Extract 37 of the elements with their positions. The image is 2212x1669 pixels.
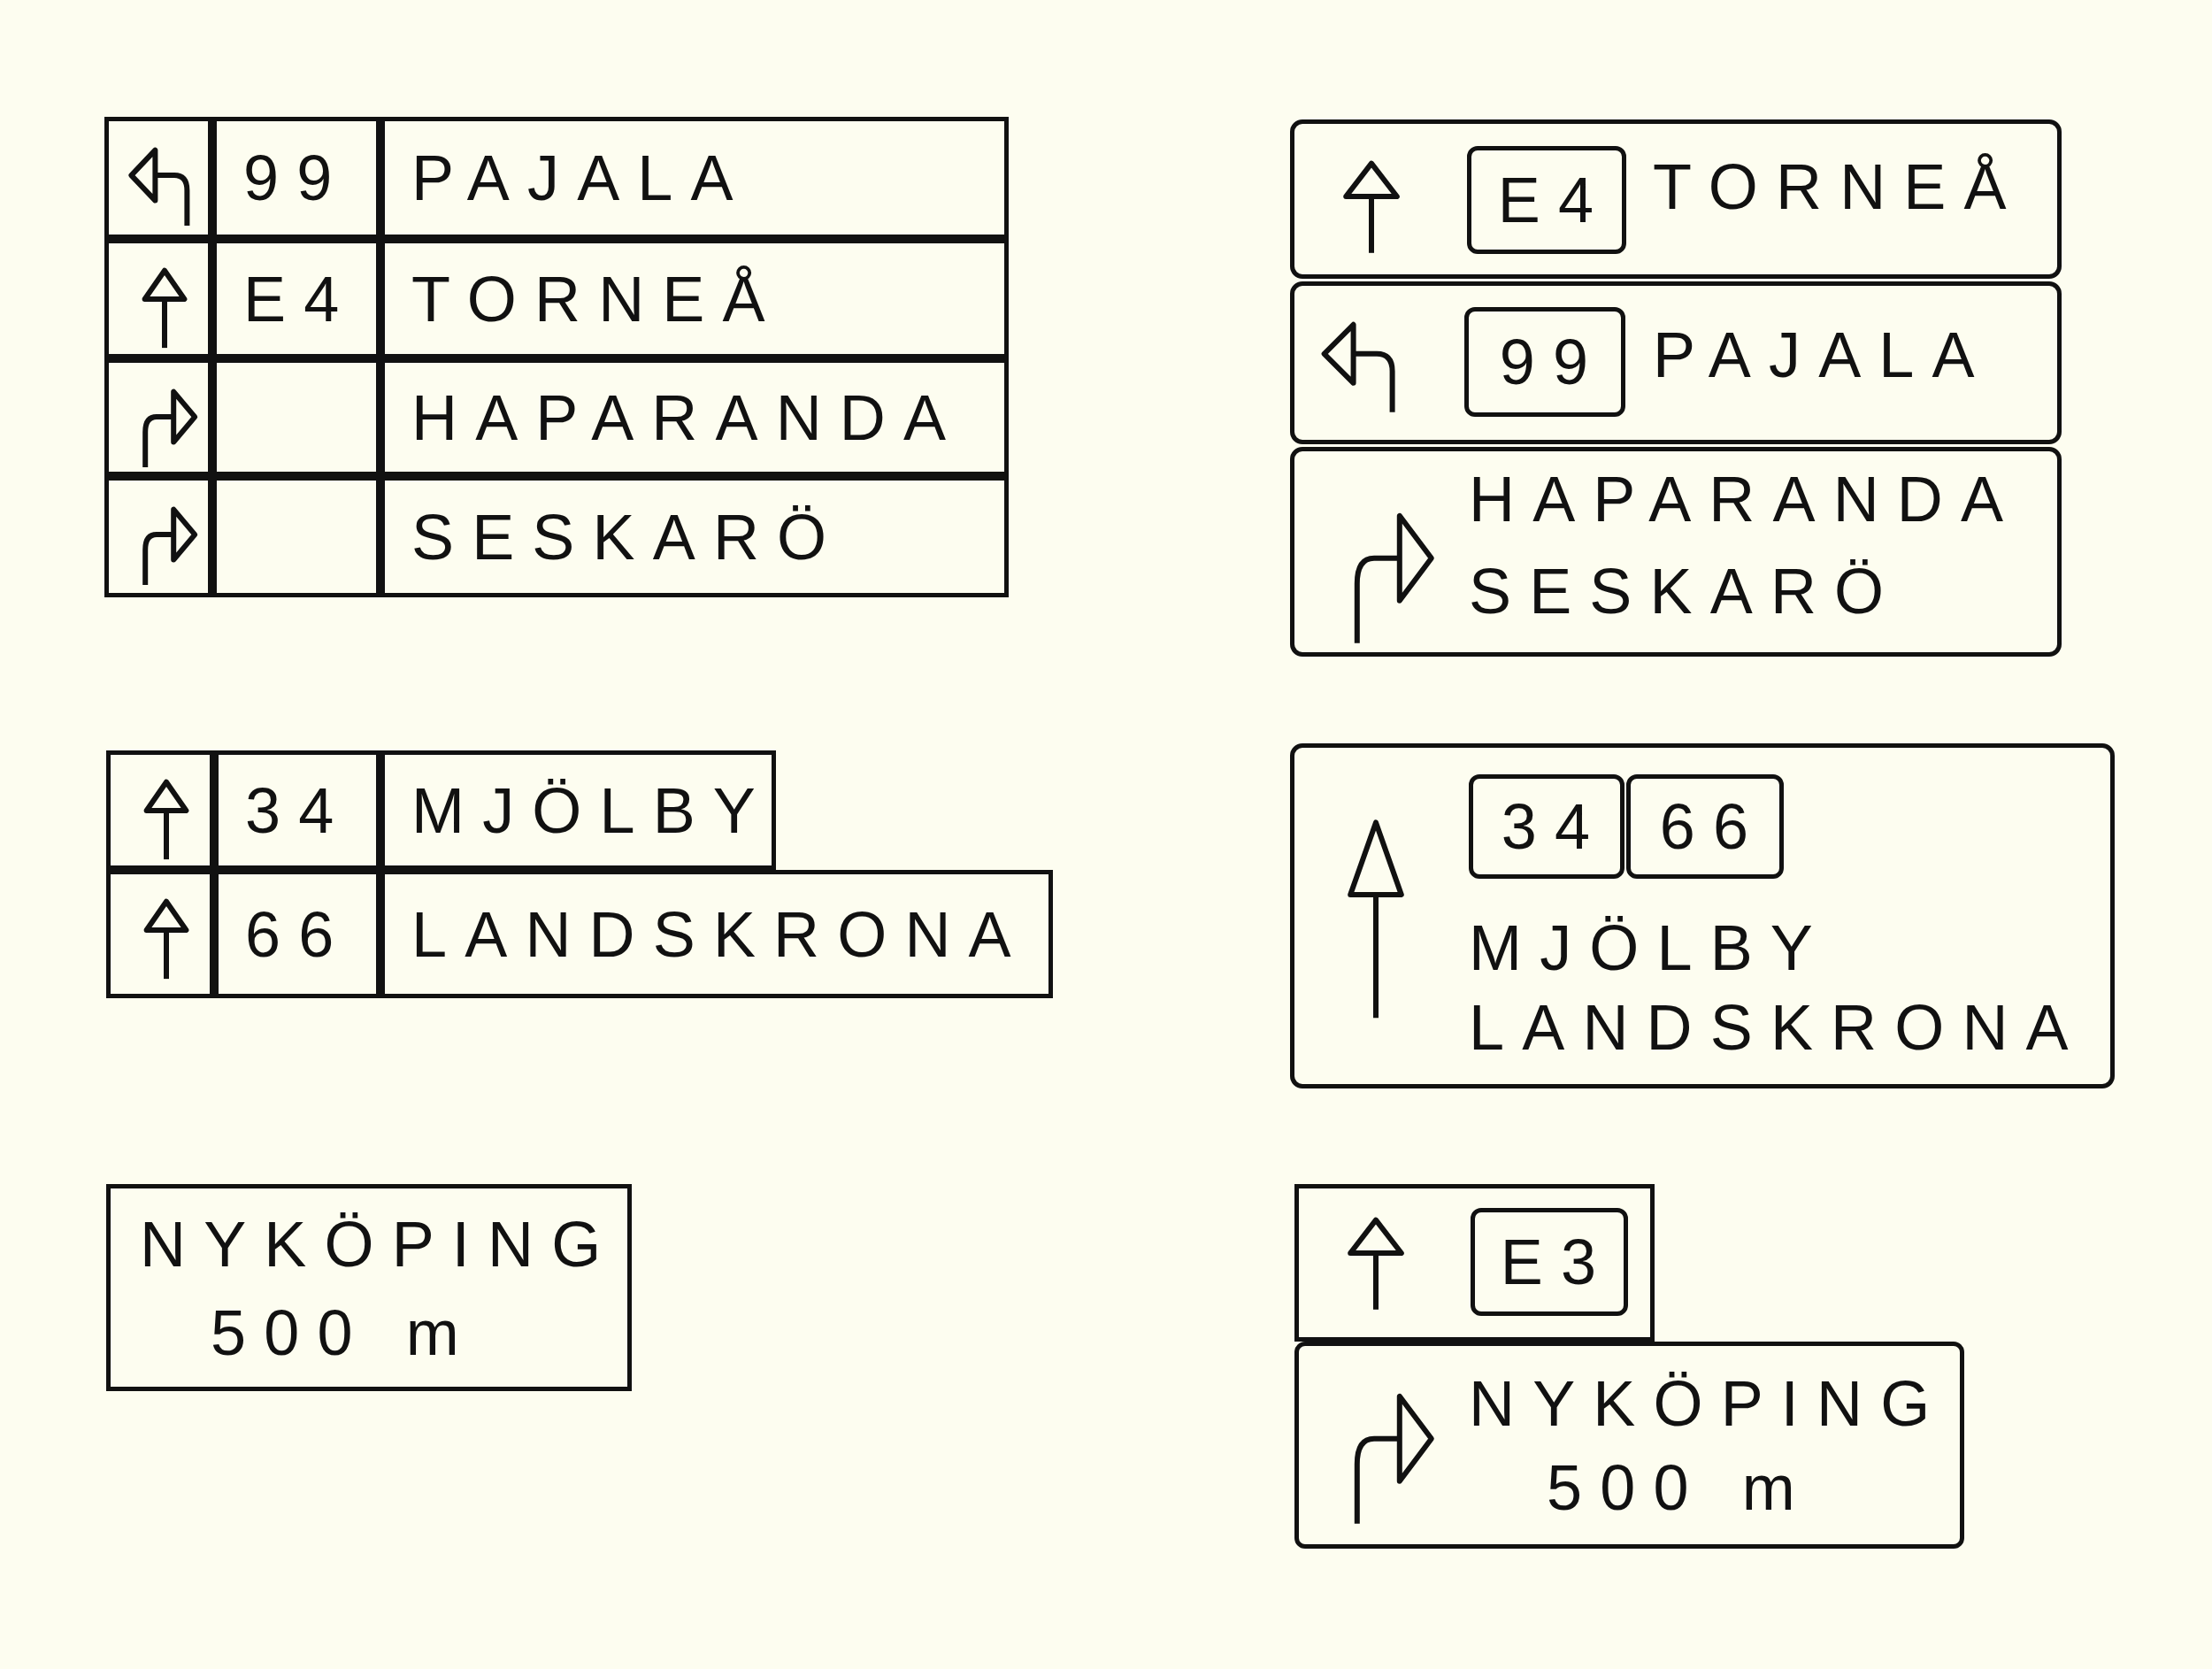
route-number: 66 xyxy=(1658,795,1767,858)
place-name: MJÖLBY xyxy=(1469,916,1832,980)
distance: 500 m xyxy=(211,1301,477,1365)
sign-panel xyxy=(1290,119,2062,279)
place-name: PAJALA xyxy=(1653,323,1993,387)
route-number: 34 xyxy=(1500,795,1609,858)
route-number: 66 xyxy=(244,902,352,966)
sign-panel xyxy=(1290,281,2062,444)
sign-panel xyxy=(1290,447,2062,657)
place-name: NYKÖPING xyxy=(140,1212,619,1276)
sign-panel xyxy=(1294,1184,1655,1342)
place-name: LANDSKRONA xyxy=(411,902,1029,966)
route-shield xyxy=(1469,774,1624,879)
place-name: NYKÖPING xyxy=(1469,1372,1948,1435)
place-name: LANDSKRONA xyxy=(1469,996,2086,1059)
route-number: E4 xyxy=(242,266,357,331)
route-number: E4 xyxy=(1496,168,1612,232)
place-name: MJÖLBY xyxy=(411,778,774,842)
place-name: SESKARÖ xyxy=(1469,559,1902,623)
route-number: 99 xyxy=(1498,330,1607,394)
route-number: 34 xyxy=(244,778,352,842)
route-number: E3 xyxy=(1499,1230,1615,1294)
route-shield xyxy=(1467,146,1626,254)
sign-panel xyxy=(106,1184,632,1391)
sign-panel xyxy=(1294,1342,1964,1549)
place-name: PAJALA xyxy=(411,146,751,210)
route-shield xyxy=(1464,307,1625,417)
place-name: TORNEÅ xyxy=(411,266,783,331)
place-name: HAPARANDA xyxy=(1469,467,2022,531)
place-name: SESKARÖ xyxy=(411,504,845,569)
route-shield xyxy=(1626,774,1784,879)
route-number: 99 xyxy=(242,146,350,210)
sign-panel xyxy=(1290,743,2115,1088)
distance: 500 m xyxy=(1547,1456,1813,1519)
route-shield xyxy=(1471,1208,1628,1316)
place-name: HAPARANDA xyxy=(411,385,964,450)
place-name: TORNEÅ xyxy=(1653,155,2024,219)
